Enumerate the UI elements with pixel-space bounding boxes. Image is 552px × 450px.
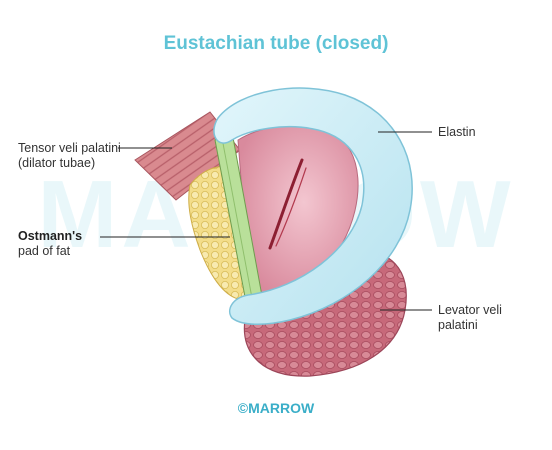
lumen-slit <box>268 158 304 250</box>
label-tensor-line1: Tensor veli palatini <box>18 141 121 155</box>
label-tensor-line2: (dilator tubae) <box>18 156 96 170</box>
copyright-footer: ©MARROW <box>237 400 315 416</box>
label-ostmann-pad: Ostmann's pad of fat <box>18 229 82 259</box>
diagram-title: Eustachian tube (closed) <box>163 33 389 54</box>
label-levator-veli-palatini: Levator veli palatini <box>438 303 502 333</box>
label-ostmann-line2: pad of fat <box>18 244 71 258</box>
label-levator-line1: Levator veli <box>438 303 502 317</box>
label-tensor-veli-palatini: Tensor veli palatini (dilator tubae) <box>18 141 121 171</box>
label-elastin: Elastin <box>438 125 476 139</box>
label-ostmann-line1: Ostmann's <box>18 229 83 243</box>
label-levator-line2: palatini <box>438 318 478 332</box>
elastin-shape <box>213 87 413 325</box>
